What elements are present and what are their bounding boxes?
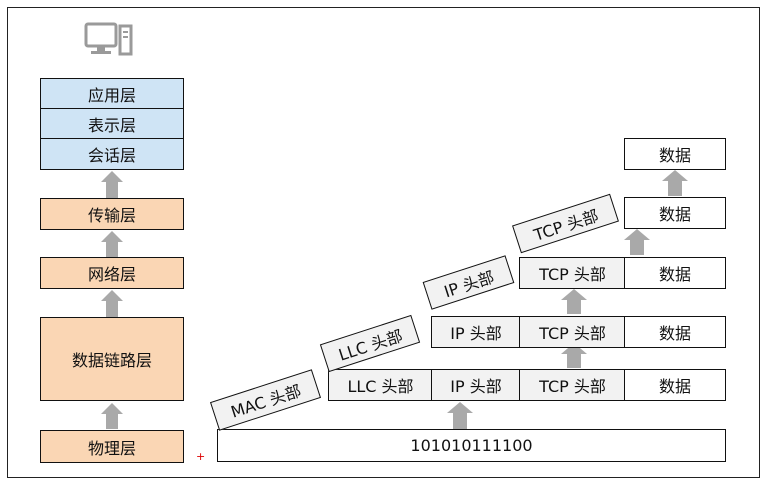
physical-layer: 物理层 bbox=[40, 430, 184, 463]
tcp-header-frame: TCP 头部 bbox=[519, 369, 626, 401]
presentation-layer: 表示层 bbox=[40, 108, 184, 140]
data-top: 数据 bbox=[624, 138, 726, 170]
transport-layer: 传输层 bbox=[40, 198, 184, 230]
up-arrow-datalink bbox=[101, 403, 123, 429]
llc-header-frame: LLC 头部 bbox=[328, 369, 433, 401]
up-arrow-data bbox=[662, 170, 688, 196]
plus-mark: + bbox=[196, 450, 206, 463]
tcp-header-segment: TCP 头部 bbox=[519, 257, 626, 289]
application-layer: 应用层 bbox=[40, 78, 184, 110]
up-arrow-transport bbox=[101, 231, 123, 258]
data-segment: 数据 bbox=[624, 257, 726, 289]
data-frame: 数据 bbox=[624, 369, 726, 401]
tcp-header-packet: TCP 头部 bbox=[519, 316, 626, 348]
up-arrow-session bbox=[101, 171, 123, 198]
session-layer: 会话层 bbox=[40, 138, 184, 170]
ip-header-packet: IP 头部 bbox=[431, 316, 521, 348]
computer-icon bbox=[84, 22, 133, 56]
up-arrow-packet bbox=[561, 289, 587, 314]
data-packet: 数据 bbox=[624, 316, 726, 348]
data-transport: 数据 bbox=[624, 197, 726, 229]
ip-header-frame: IP 头部 bbox=[431, 369, 521, 401]
up-arrow-frame bbox=[561, 343, 587, 368]
up-arrow-network bbox=[101, 290, 123, 317]
datalink-layer: 数据链路层 bbox=[40, 317, 184, 401]
network-layer: 网络层 bbox=[40, 257, 184, 289]
bit-stream: 101010111100 bbox=[217, 429, 726, 462]
up-arrow-segment bbox=[624, 229, 650, 255]
up-arrow-bits bbox=[447, 402, 473, 429]
